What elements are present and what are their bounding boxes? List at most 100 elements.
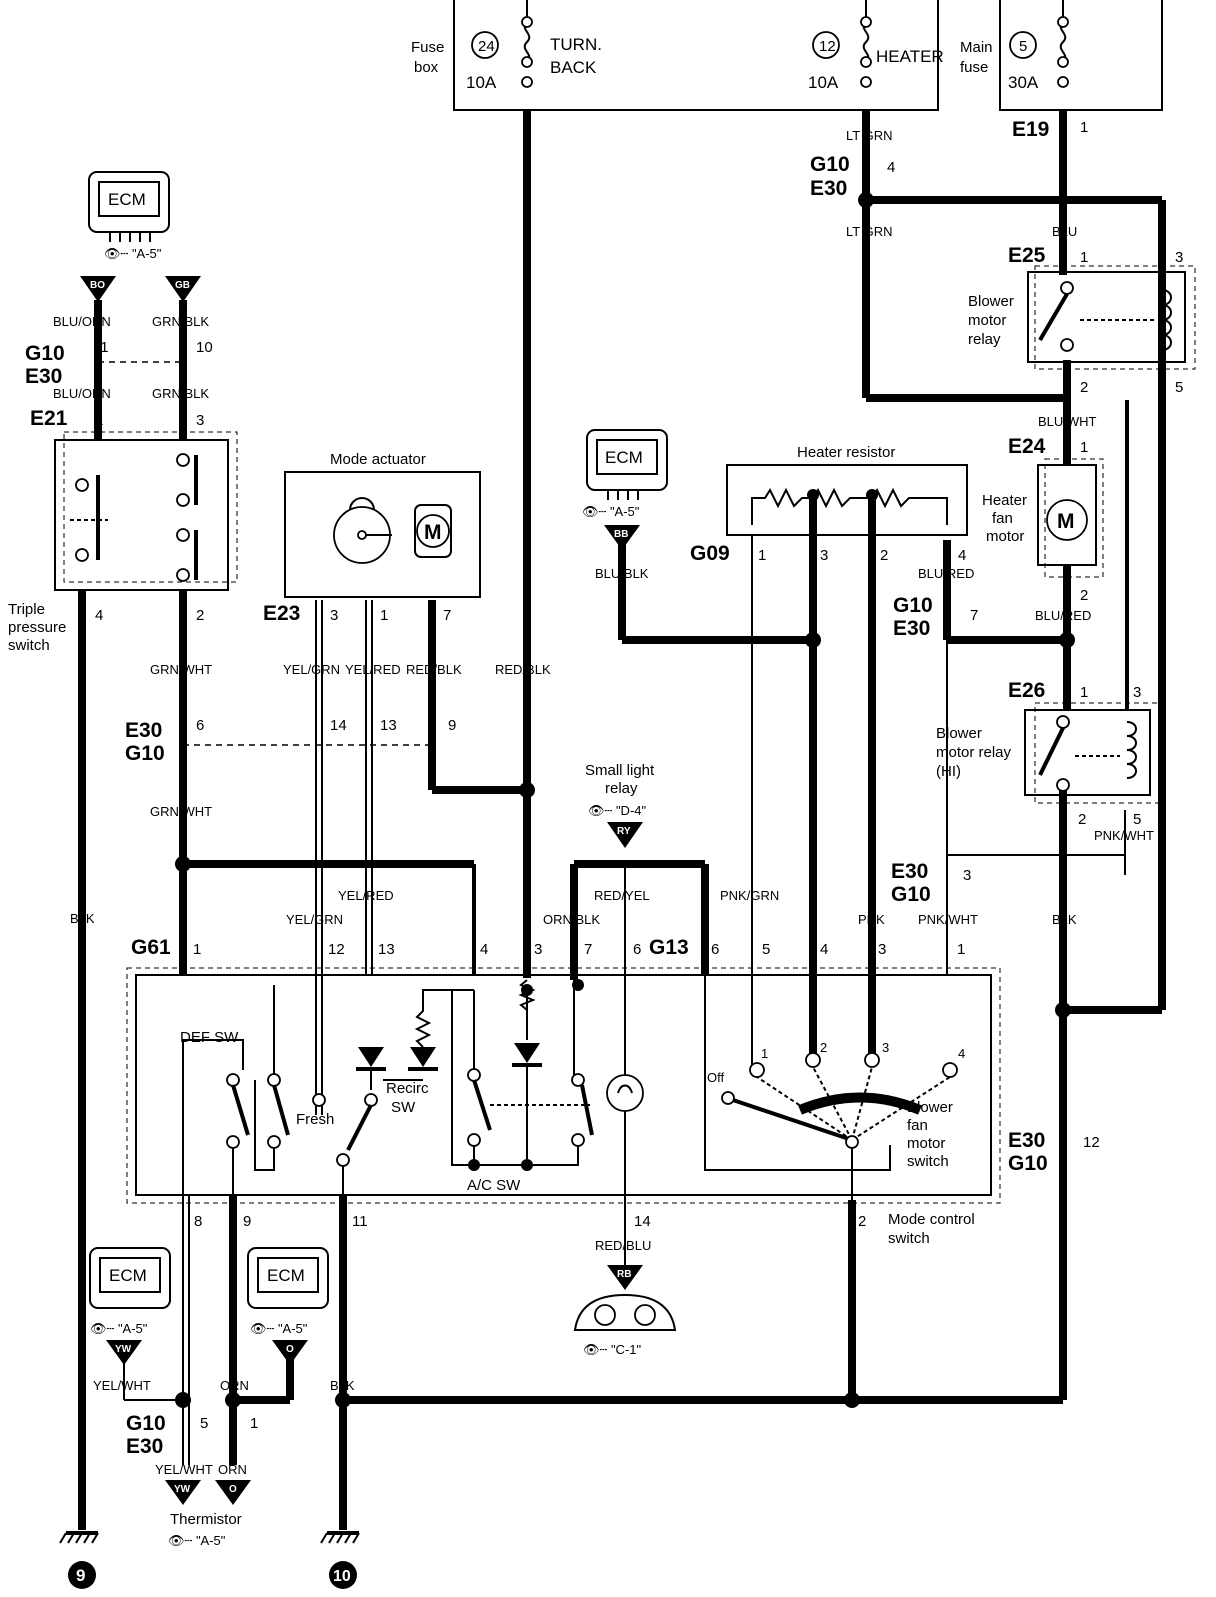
ecm-label-3: ECM	[109, 1266, 147, 1285]
mode-control-switch-label-2: switch	[888, 1230, 930, 1247]
mode-actuator-label: Mode actuator	[330, 451, 426, 468]
wire-yel-wht-2: YEL/WHT	[155, 1462, 213, 1477]
heater-resistor	[726, 464, 968, 536]
svg-text:2: 2	[1078, 811, 1086, 828]
svg-text:3: 3	[820, 547, 828, 564]
heater-resistor-label: Heater resistor	[797, 444, 895, 461]
wire-grn-blk-2: GRN/BLK	[152, 386, 209, 401]
svg-text:2: 2	[1080, 587, 1088, 604]
svg-text:10: 10	[196, 339, 213, 356]
connector-e19: E19	[1012, 118, 1049, 141]
ecm-ref-1: 👁┄ "A-5"	[104, 246, 162, 261]
wire-yel-grn-2: YEL/GRN	[286, 912, 343, 927]
ecm-ref-3: 👁┄ "A-5"	[90, 1321, 148, 1336]
svg-text:1: 1	[1080, 119, 1088, 136]
svg-text:9: 9	[448, 717, 456, 734]
ecm-ref-2: 👁┄ "A-5"	[582, 504, 640, 519]
triple-pressure-switch-label-3: switch	[8, 637, 50, 654]
connector-e30-e: E30	[25, 365, 62, 388]
connector-g10-a: G10	[810, 153, 850, 176]
small-light-relay-label-1: Small light	[585, 762, 655, 779]
ecm-label-4: ECM	[267, 1266, 305, 1285]
triple-pressure-switch-label-1: Triple	[8, 601, 45, 618]
svg-text:7: 7	[443, 607, 451, 624]
connector-e30-a: E30	[810, 177, 847, 200]
fuse-box-label-2: box	[414, 59, 439, 76]
wire-lt-grn-2: LT GRN	[846, 224, 892, 239]
blower-motor-relay-hi-label-3: (HI)	[936, 763, 961, 780]
blower-motor-relay-label-1: Blower	[968, 293, 1014, 310]
fresh-label: Fresh	[296, 1111, 334, 1128]
connector-e25: E25	[1008, 244, 1046, 267]
fuse-12-amp: 10A	[808, 73, 839, 92]
code-triangles	[80, 276, 643, 1505]
svg-text:2: 2	[880, 547, 888, 564]
connector-e24: E24	[1008, 435, 1046, 458]
blower-fan-switch-label-2: fan	[907, 1117, 928, 1134]
heater-fan-motor-label-2: fan	[992, 510, 1013, 527]
svg-text:5: 5	[762, 941, 770, 958]
blower-motor-relay	[1027, 265, 1196, 370]
wire-yel-grn-1: YEL/GRN	[283, 662, 340, 677]
connector-g13: G13	[649, 936, 689, 959]
fuse-box-label-1: Fuse	[411, 39, 444, 56]
connector-g10-f: G10	[125, 742, 165, 765]
fan-pos-2: 2	[820, 1040, 827, 1055]
ecm-top-left	[88, 171, 170, 242]
ecm-ref-4: 👁┄ "A-5"	[250, 1321, 308, 1336]
wire-orn-1: ORN	[220, 1378, 249, 1393]
svg-text:1: 1	[957, 941, 965, 958]
combination-meter-ref: 👁┄ "C-1"	[583, 1342, 642, 1357]
ecm-label-2: ECM	[605, 448, 643, 467]
code-bb: BB	[614, 529, 628, 540]
connector-e30-c: E30	[891, 860, 928, 883]
svg-text:1: 1	[758, 547, 766, 564]
heater-fan-motor	[1037, 458, 1104, 578]
heater-fan-motor-label-1: Heater	[982, 492, 1027, 509]
svg-text:4: 4	[820, 941, 828, 958]
recirc-sw-label-2: SW	[391, 1099, 416, 1116]
svg-text:3: 3	[963, 867, 971, 884]
svg-text:3: 3	[330, 607, 338, 624]
thermistor-label: Thermistor	[170, 1511, 242, 1528]
fuse-24-number: 24	[478, 38, 495, 55]
connector-g09: G09	[690, 542, 730, 565]
wire-red-blu: RED/BLU	[595, 1238, 651, 1253]
small-light-relay-ref: 👁┄ "D-4"	[588, 803, 647, 818]
blower-fan-switch-label-1: Blower	[907, 1099, 953, 1116]
fan-pos-1: 1	[761, 1046, 768, 1061]
heater-fan-motor-label-3: motor	[986, 528, 1024, 545]
wire-labels: LT GRN LT GRN BLU BLU/WHT BLU/RED BLU/RE…	[53, 128, 1154, 1477]
blower-motor-relay-label-2: motor	[968, 312, 1006, 329]
svg-text:1: 1	[1080, 684, 1088, 701]
blower-motor-relay-hi-label-2: motor relay	[936, 744, 1012, 761]
triple-pressure-switch	[54, 431, 238, 591]
svg-text:2: 2	[858, 1213, 866, 1230]
connector-g10-g: G10	[126, 1412, 166, 1435]
wire-pnk-wht-2: PNK/WHT	[1094, 828, 1154, 843]
triple-pressure-switch-label-2: pressure	[8, 619, 66, 636]
fuse-5-amp: 30A	[1008, 73, 1039, 92]
connector-e30-b: E30	[893, 617, 930, 640]
wire-orn-2: ORN	[218, 1462, 247, 1477]
code-bo: BO	[90, 280, 105, 291]
wire-blu-red-2: BLU/RED	[1035, 608, 1091, 623]
wiring	[78, 110, 1166, 1530]
wire-blu-blk: BLU/BLK	[595, 566, 649, 581]
wire-grn-wht-1: GRN/WHT	[150, 662, 212, 677]
fuse-5-number: 5	[1019, 38, 1027, 55]
connector-e26: E26	[1008, 679, 1045, 702]
svg-text:7: 7	[970, 607, 978, 624]
wire-blu-orn-1: BLU/ORN	[53, 314, 111, 329]
svg-text:4: 4	[480, 941, 488, 958]
ecm-mid	[586, 429, 668, 500]
svg-text:1: 1	[250, 1415, 258, 1432]
blower-fan-switch-label-4: switch	[907, 1153, 949, 1170]
combination-meter-icon	[573, 1293, 677, 1331]
def-sw-label: DEF SW	[180, 1029, 239, 1046]
fuse-12-name: HEATER	[876, 47, 944, 66]
pin-numbers: 1 4 1 3 2 5 1 2 7 1 3 2 5 3 12 1 3 2 4 1…	[93, 119, 1183, 1432]
svg-text:13: 13	[380, 717, 397, 734]
mode-actuator	[284, 471, 481, 598]
